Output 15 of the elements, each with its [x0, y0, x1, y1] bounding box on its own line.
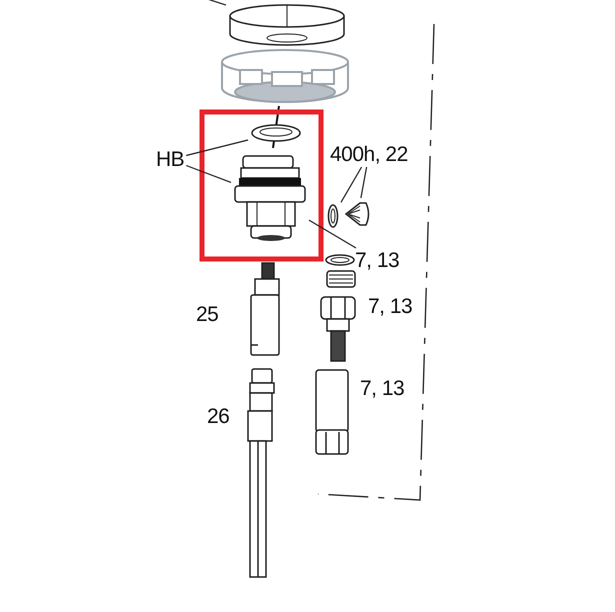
leader-line [360, 166, 368, 198]
cap-drawing [228, 2, 346, 48]
callout-label: 26 [207, 406, 230, 427]
callout-label: 400h, 22 [330, 144, 408, 165]
seal-ring-drawing [250, 123, 302, 143]
leader-line [186, 139, 248, 156]
callout-label: HB [156, 149, 184, 170]
cone-drawing [344, 200, 372, 228]
callout-label: 7, 13 [355, 250, 400, 271]
callout-label: 7, 13 [360, 378, 404, 399]
leader-line [186, 164, 232, 183]
washer-drawing [327, 203, 339, 229]
callout-label: 25 [196, 304, 218, 325]
leader-line [340, 166, 362, 203]
callout-label: 7, 13 [368, 296, 412, 317]
